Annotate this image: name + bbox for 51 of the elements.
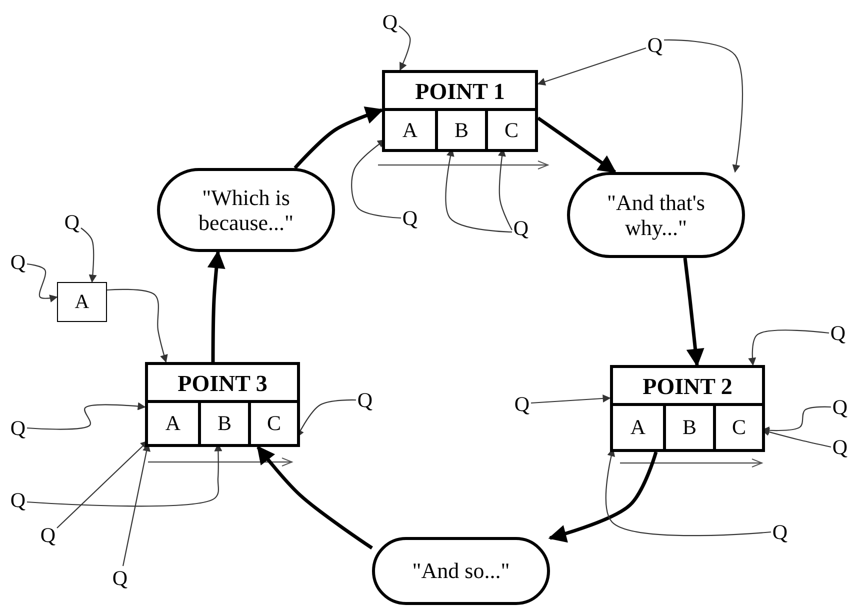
- question-mark-label: Q: [771, 520, 789, 544]
- arrow: [80, 228, 97, 283]
- bold-arrow: [256, 446, 373, 550]
- bold-arrow: [537, 116, 616, 174]
- table-cell: B: [435, 108, 485, 149]
- bold-arrow: [207, 250, 226, 362]
- question-mark-label: Q: [9, 416, 27, 440]
- arrow: [26, 402, 146, 430]
- question-mark-label: Q: [9, 488, 27, 512]
- table-cell: B: [663, 403, 713, 449]
- arrow: [26, 263, 58, 302]
- question-mark-label: Q: [111, 566, 129, 590]
- question-mark-label: Q: [831, 395, 849, 419]
- speech-bubble: "Which is because...": [157, 168, 335, 252]
- arrow: [398, 26, 411, 71]
- bold-arrow: [548, 452, 658, 542]
- point-heading: POINT 1: [415, 78, 505, 104]
- arrow: [106, 288, 168, 363]
- speech-bubble: "And so...": [372, 537, 550, 605]
- arrow: [664, 39, 743, 173]
- question-mark-label: Q: [381, 10, 399, 34]
- question-mark-label: Q: [63, 210, 81, 234]
- point-table: [145, 362, 300, 447]
- question-mark-label: Q: [401, 206, 419, 230]
- arrow: [748, 330, 830, 366]
- question-mark-label: Q: [831, 435, 849, 459]
- letter-box: A: [57, 282, 107, 322]
- table-cell: B: [198, 400, 248, 444]
- table-cell: C: [713, 403, 762, 449]
- point-heading: POINT 3: [178, 370, 268, 396]
- question-mark-label: Q: [829, 321, 847, 345]
- point-heading: POINT 2: [642, 374, 732, 400]
- speech-bubble: "And that's why...": [567, 172, 745, 258]
- table-cell: A: [385, 108, 435, 149]
- question-mark-label: Q: [39, 523, 57, 547]
- question-mark-label: Q: [356, 388, 374, 412]
- question-mark-label: Q: [512, 216, 530, 240]
- point-table: [610, 365, 765, 452]
- arrow: [530, 394, 611, 404]
- point-table: [382, 70, 538, 152]
- bold-arrow: [683, 258, 704, 367]
- question-mark-label: Q: [513, 392, 531, 416]
- table-cell: A: [148, 400, 198, 444]
- question-mark-label: Q: [9, 250, 27, 274]
- table-cell: C: [248, 400, 297, 444]
- question-mark-label: Q: [646, 33, 664, 57]
- arrow: [351, 140, 402, 219]
- table-cell: A: [613, 403, 663, 449]
- arrow: [537, 47, 646, 86]
- table-cell: C: [485, 108, 535, 149]
- bold-arrow: [294, 106, 384, 170]
